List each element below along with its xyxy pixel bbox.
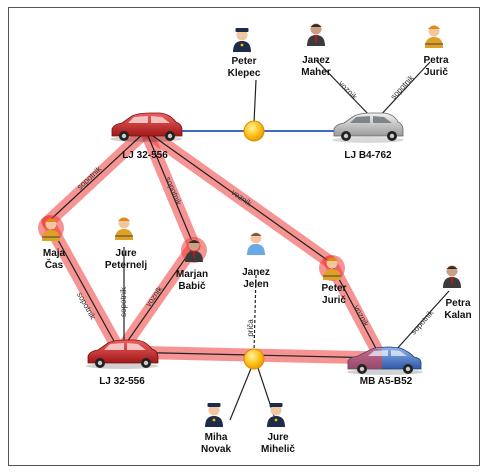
- edge-peter-klepec-hub[interactable]: [253, 79, 257, 124]
- edge-miha-novak-hub[interactable]: [229, 365, 253, 421]
- edge-marjan-car-bottom[interactable]: [119, 245, 195, 353]
- person-first-name: Miha: [205, 432, 228, 443]
- edge-label-sopotnik: sopotnik: [409, 308, 436, 337]
- person-last-name: Jurič: [424, 67, 448, 78]
- edge-label-voznik: voznik: [337, 79, 360, 102]
- worker-icon: [42, 218, 60, 241]
- person-petra-kalan[interactable]: Petra Kalan: [443, 265, 472, 322]
- edge-petra-juric-car-right[interactable]: [377, 61, 431, 119]
- person-first-name: Petra: [423, 55, 448, 66]
- police-officer-icon: [205, 403, 223, 427]
- person-marjan-babic[interactable]: Marjan Babič: [176, 237, 208, 292]
- edge-petra-kalan-mb[interactable]: [394, 290, 450, 352]
- red-car-icon: [110, 112, 183, 142]
- worker-icon: [115, 217, 133, 240]
- police-officer-icon: [267, 403, 285, 427]
- person-first-name: Marjan: [176, 269, 208, 280]
- vehicle-plate: MB A5-B52: [360, 376, 413, 387]
- edge-label-sopotnik: sopotnik: [389, 73, 417, 102]
- vehicle-mb-a5-b52[interactable]: MB A5-B52: [347, 346, 423, 387]
- person-janez-maher[interactable]: Janez Maher: [301, 23, 331, 79]
- edge-maja-car-bottom[interactable]: [47, 221, 121, 353]
- person-last-name: Peternelj: [105, 260, 147, 271]
- person-last-name: Mihelič: [261, 444, 295, 455]
- person-maja-cas[interactable]: Maja Čas: [38, 215, 66, 271]
- edge-car-top-marjan[interactable]: [145, 130, 195, 247]
- person-first-name: Peter: [231, 56, 256, 67]
- sun-icon: [243, 120, 265, 142]
- person-icon: [247, 232, 265, 255]
- person-last-name: Babič: [178, 281, 206, 292]
- edge-label-prica: priča: [246, 319, 255, 337]
- sun-icon: [243, 348, 265, 370]
- edge-car-top-peter-juric[interactable]: [145, 130, 331, 263]
- edge-car-top-maja[interactable]: [47, 130, 147, 223]
- worker-icon: [425, 25, 443, 48]
- police-officer-icon: [233, 28, 251, 52]
- vehicle-plate: LJ 32-556: [99, 376, 145, 387]
- person-miha-novak[interactable]: Miha Novak: [201, 403, 231, 455]
- vehicle-lj-b4-762[interactable]: LJ B4-762: [332, 112, 404, 161]
- businessman-icon: [185, 239, 203, 262]
- vehicle-plate: LJ B4-762: [344, 150, 392, 161]
- person-first-name: Petra: [445, 298, 470, 309]
- person-last-name: Čas: [45, 258, 64, 271]
- blue-car-icon: [347, 346, 423, 375]
- person-jure-mihelic[interactable]: Jure Mihelič: [261, 403, 295, 455]
- edge-janez-jelen-hub[interactable]: [253, 274, 257, 353]
- person-last-name: Novak: [201, 444, 231, 455]
- person-first-name: Peter: [321, 283, 346, 294]
- person-first-name: Jure: [115, 248, 137, 259]
- event-hub-bottom[interactable]: [243, 348, 265, 370]
- person-last-name: Maher: [301, 67, 331, 78]
- person-jure-peternelj[interactable]: Jure Peternelj: [105, 217, 147, 272]
- person-peter-klepec[interactable]: Peter Klepec: [228, 28, 261, 79]
- worker-icon: [323, 257, 341, 280]
- person-petra-juric-top[interactable]: Petra Jurič: [423, 25, 449, 79]
- person-last-name: Jelen: [243, 279, 269, 290]
- vehicle-plate: LJ 32-556: [122, 150, 168, 161]
- red-car-icon: [86, 339, 159, 369]
- vehicle-lj-32-556-bottom[interactable]: LJ 32-556: [86, 339, 159, 387]
- person-janez-jelen[interactable]: Janez Jelen: [242, 232, 270, 291]
- highlight-paths: [41, 124, 388, 365]
- businessman-icon: [307, 23, 325, 46]
- vehicle-lj-32-556-top[interactable]: LJ 32-556: [110, 112, 183, 161]
- person-last-name: Kalan: [444, 310, 471, 321]
- person-last-name: Jurič: [322, 295, 346, 306]
- person-peter-juric[interactable]: Peter Jurič: [319, 255, 347, 306]
- person-first-name: Janez: [302, 55, 330, 66]
- edge-janez-maher-car-right[interactable]: [315, 59, 373, 119]
- silver-car-icon: [332, 112, 404, 143]
- person-first-name: Janez: [242, 267, 270, 278]
- event-hub-top[interactable]: [243, 120, 265, 142]
- businessman-icon: [443, 265, 461, 288]
- person-first-name: Jure: [267, 432, 289, 443]
- person-last-name: Klepec: [228, 68, 261, 79]
- edge-label-sopotnik: sopotnik: [119, 286, 128, 317]
- person-first-name: Maja: [43, 248, 66, 259]
- diagram-frame: [8, 7, 480, 466]
